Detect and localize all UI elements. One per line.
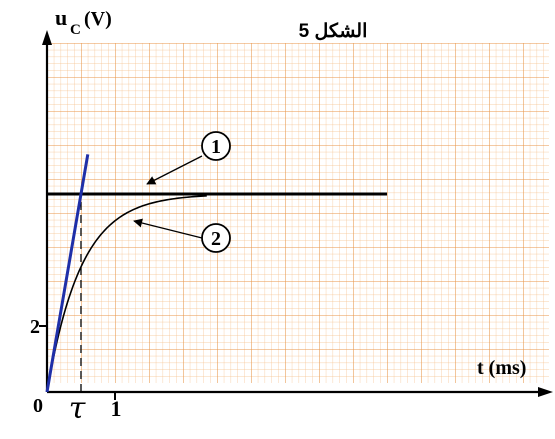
y-axis-arrow-icon: [42, 30, 52, 45]
y-axis-label-unit: (V): [84, 8, 112, 30]
grid-major: [47, 43, 549, 383]
chart-title: الشكل 5: [299, 21, 368, 42]
x-axis-arrow-icon: [538, 387, 553, 397]
series-2-charging-curve: [46, 195, 207, 393]
marker-2-pointer: [133, 218, 203, 239]
origin-label: 0: [33, 395, 43, 417]
x-tick-label-1: 1: [111, 396, 122, 421]
marker-1-pointer: [146, 155, 203, 185]
y-tick-label-2: 2: [30, 316, 40, 338]
x-tick-label-tau: τ: [69, 391, 86, 426]
marker-1-label: 1: [211, 136, 221, 158]
tangent-line: [45, 154, 90, 393]
y-axis-label-sub: C: [70, 22, 81, 38]
marker-2-label: 2: [211, 228, 221, 250]
marker-1: 1: [201, 131, 231, 161]
marker-2: 2: [201, 223, 231, 253]
x-axis-label: t (ms): [477, 357, 526, 379]
y-axis-label-main: u: [55, 5, 67, 30]
